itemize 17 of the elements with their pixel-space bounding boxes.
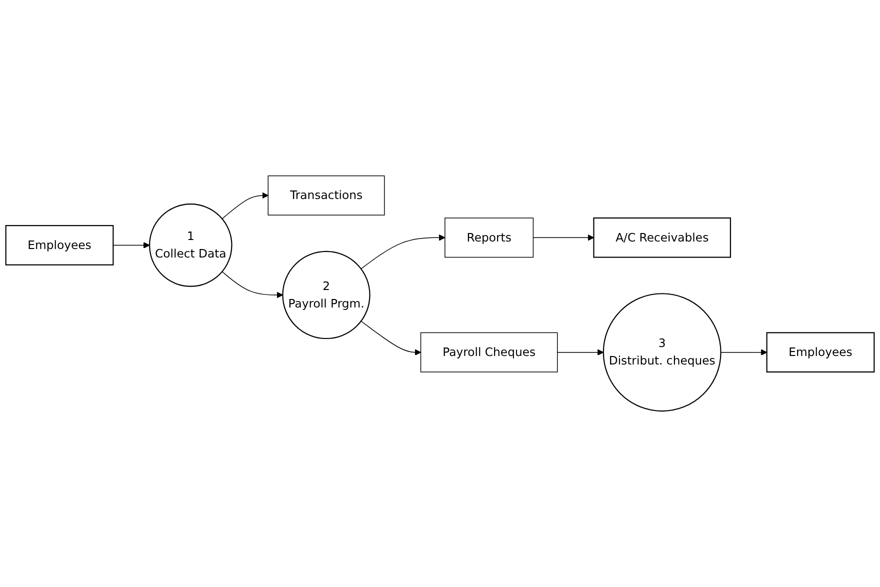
arrow xyxy=(112,242,150,248)
node-circle: 1 Collect Data xyxy=(149,204,232,287)
node-circle: 3 Distribut. cheques xyxy=(602,293,722,412)
node-box: Transactions xyxy=(268,176,385,216)
arrow xyxy=(222,192,268,220)
arrow xyxy=(360,320,422,356)
node-box: Reports xyxy=(444,218,534,258)
node-box: Employees xyxy=(5,225,114,266)
node-box: Employees xyxy=(766,332,875,373)
arrow xyxy=(360,234,446,270)
arrow xyxy=(557,349,604,356)
arrow xyxy=(720,349,768,356)
arrow xyxy=(532,234,594,241)
node-circle: 2 Payroll Prgm. xyxy=(282,251,370,340)
node-box: Payroll Cheques xyxy=(420,332,558,372)
node-box: A/C Receivables xyxy=(593,218,731,258)
arrow xyxy=(222,271,284,298)
